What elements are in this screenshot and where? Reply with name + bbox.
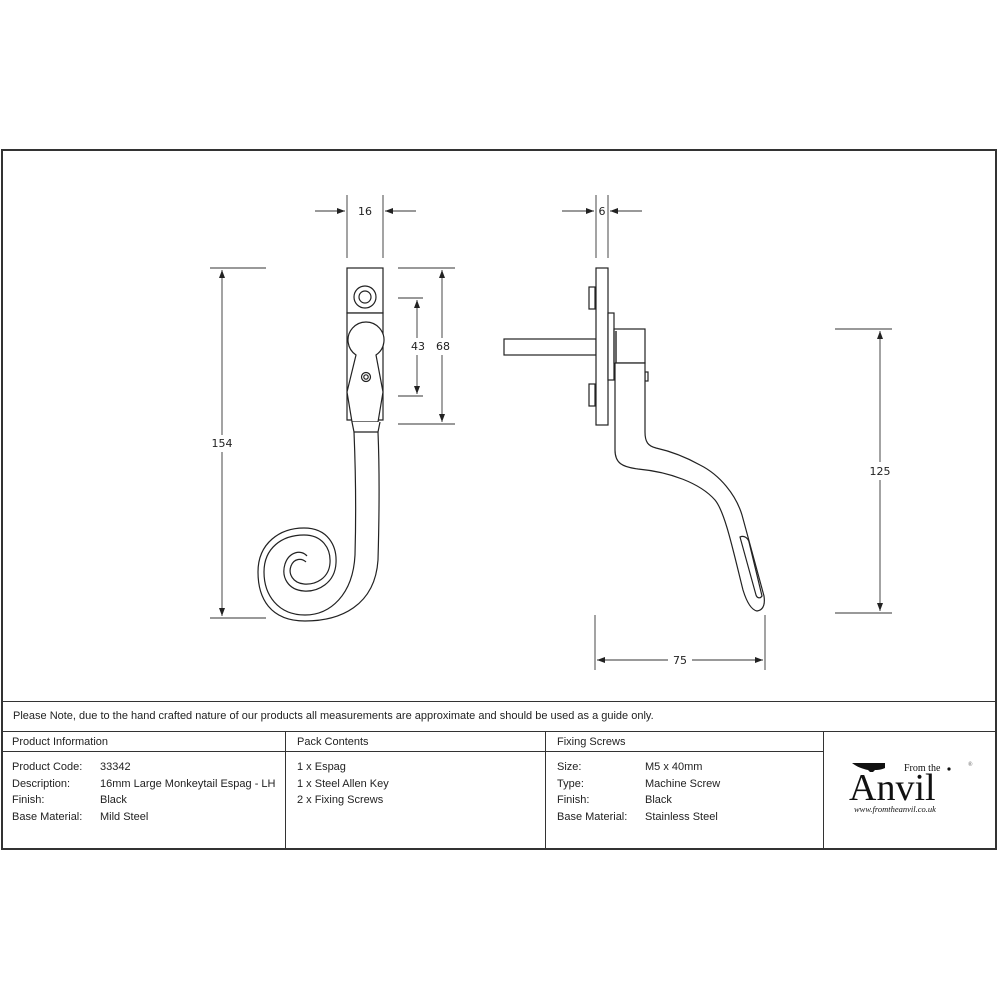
from-the-anvil-logo: Anvil From the ® www.fromtheanvil.co.uk: [849, 761, 973, 814]
spec-row: Size: M5 x 40mm: [557, 759, 823, 776]
spec-label: Product Code:: [12, 761, 83, 773]
spec-row: Finish: Black: [557, 792, 823, 809]
front-view: [257, 267, 385, 622]
spec-value: M5 x 40mm: [645, 761, 703, 773]
spec-row: Finish: Black: [12, 792, 285, 809]
spec-value: 33342: [100, 761, 131, 773]
dim-width-16: 16: [358, 205, 372, 218]
spec-value: Black: [645, 794, 672, 806]
drawing-sheet-frame: [1, 149, 997, 850]
measurement-note: Please Note, due to the hand crafted nat…: [1, 701, 997, 731]
pack-item: 1 x Espag: [297, 761, 346, 773]
dim-plate-thickness-6: 6: [599, 205, 606, 218]
fixing-screws-heading: Fixing Screws: [546, 732, 823, 752]
spec-label: Description:: [12, 777, 71, 790]
spec-label: Size:: [557, 761, 582, 773]
side-view: [503, 267, 765, 612]
pack-contents-section: Pack Contents 1 x Espag 1 x Steel Allen …: [286, 732, 546, 850]
pack-contents-heading: Pack Contents: [286, 732, 545, 752]
spec-table: Product Information Product Code: 33342 D…: [1, 731, 997, 850]
spec-value: Mild Steel: [100, 810, 149, 823]
dim-handle-drop-125: 125: [870, 465, 891, 478]
spec-row: Base Material: Mild Steel: [12, 809, 285, 826]
brand-url: www.fromtheanvil.co.uk: [854, 804, 936, 814]
spec-row: Description: 16mm Large Monkeytail Espag …: [12, 776, 285, 793]
dot-icon: [947, 767, 951, 771]
spec-label: Finish:: [557, 794, 590, 806]
spec-value: Black: [100, 794, 127, 806]
registered-mark: ®: [968, 761, 973, 768]
brand-small-text: From the: [904, 763, 941, 774]
dim-backplate-height-68: 68: [436, 340, 450, 353]
spec-row: Product Code: 33342: [12, 759, 285, 776]
anvil-icon: [852, 763, 885, 772]
spec-value: Machine Screw: [645, 777, 721, 790]
dim-handle-projection-75: 75: [673, 654, 687, 667]
spec-label: Finish:: [12, 794, 45, 806]
pack-item: 2 x Fixing Screws: [297, 794, 384, 806]
spec-row: Type: Machine Screw: [557, 776, 823, 793]
spec-label: Type:: [557, 777, 584, 790]
spec-label: Base Material:: [557, 810, 628, 823]
spec-row: Base Material: Stainless Steel: [557, 809, 823, 826]
side-view-dimensions: [562, 195, 892, 670]
pack-item: 1 x Steel Allen Key: [297, 777, 389, 790]
dim-fixing-centres-43: 43: [411, 340, 425, 353]
spec-value: 16mm Large Monkeytail Espag - LH: [100, 777, 276, 790]
fixing-screws-section: Fixing Screws Size: M5 x 40mm Type: Machin…: [546, 732, 824, 850]
spec-value: Stainless Steel: [645, 810, 718, 823]
product-information-heading: Product Information: [1, 732, 285, 752]
front-view-dimensions: [210, 195, 455, 619]
dim-overall-height-154: 154: [212, 437, 233, 450]
spec-label: Base Material:: [12, 810, 83, 823]
product-information-section: Product Information Product Code: 33342 D…: [1, 732, 286, 850]
brand-logo-section: Anvil From the ® www.fromtheanvil.co.uk: [824, 732, 997, 850]
brand-large-text: Anvil: [849, 767, 936, 809]
